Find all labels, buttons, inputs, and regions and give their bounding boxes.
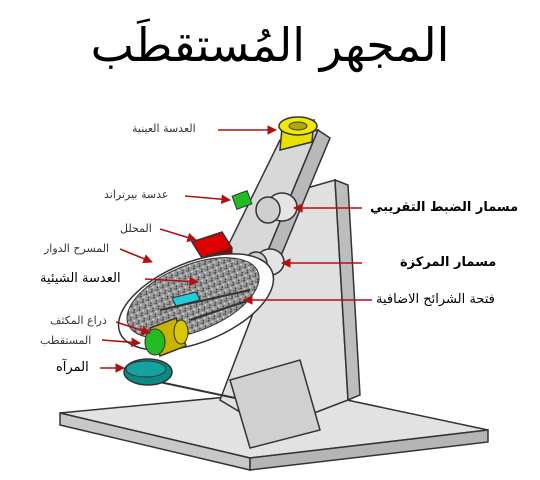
label-eyepiece: العدسة العينية [132, 122, 196, 135]
label-mirror: المرآه [56, 360, 89, 375]
label-rotating-stage: المسرح الدوار [44, 242, 110, 255]
page-title: المجهر المُستقطَب [90, 18, 450, 72]
label-bertrand-lens: عدسة بيرتراند [104, 188, 169, 201]
arm [219, 178, 361, 449]
polarizer-part [144, 317, 189, 357]
label-condenser-arm: ذراع المكثف [50, 314, 107, 327]
label-analyzer: المحلل [120, 222, 152, 235]
mirror-part [123, 358, 236, 399]
leader-arrows [100, 125, 372, 373]
label-accessory-slot: فتحة الشرائح الاضافية [376, 292, 495, 307]
eyepiece [278, 116, 318, 151]
label-centering-screw: مسمار المركزة [400, 255, 497, 270]
label-polarizer: المستقطب [40, 334, 92, 347]
label-coarse-focus: مسمار الضبط التقريبي [370, 200, 519, 215]
label-objective-lens: العدسة الشيئية [40, 271, 121, 286]
bertrand-lens-part [231, 190, 253, 210]
